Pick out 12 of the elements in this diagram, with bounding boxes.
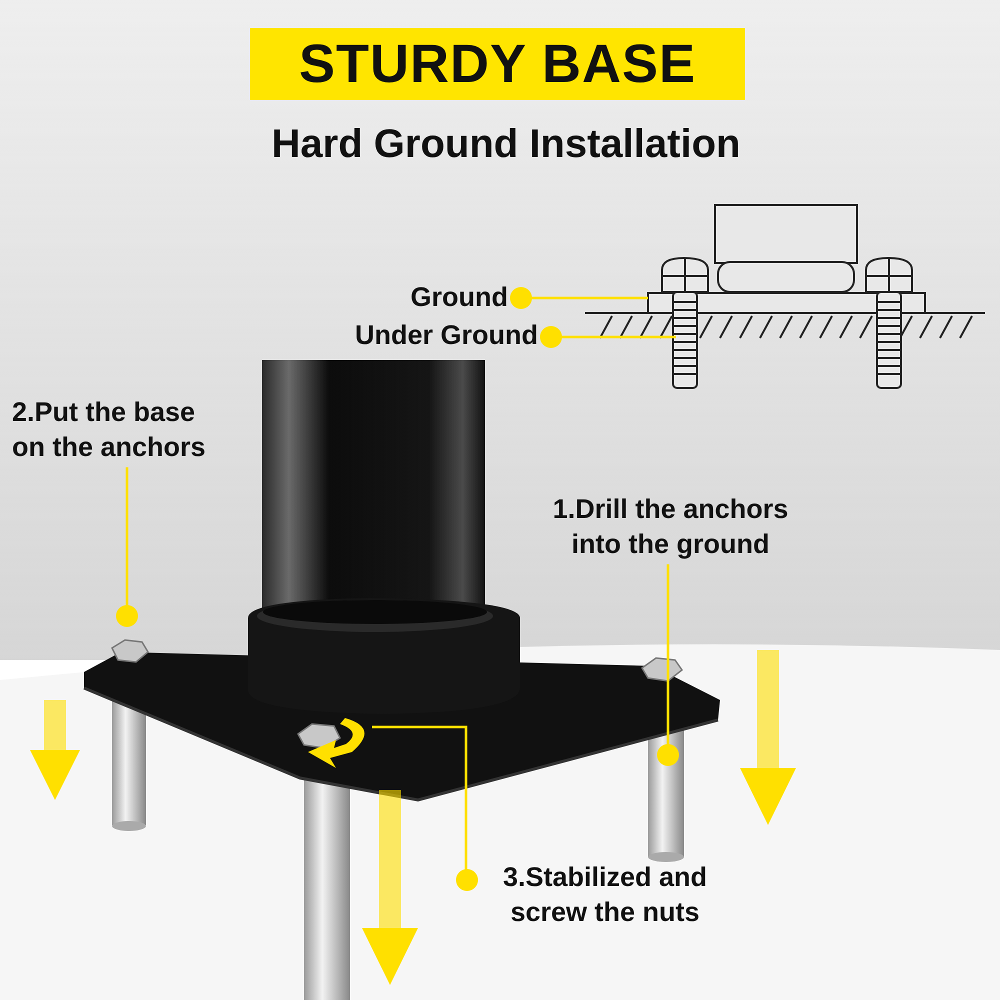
callout-text: 1.Drill the anchors into the ground [528,492,813,562]
title-banner: STURDY BASE [250,28,745,100]
leader-line [372,726,478,891]
leader-line [540,326,676,348]
callout-text: Ground [380,280,508,316]
leader-line [116,467,138,627]
callout-text: Under Ground [318,318,538,354]
leader-line [510,287,648,309]
subtitle: Hard Ground Installation [270,122,742,167]
callout-text: 2.Put the base on the anchors [12,395,227,466]
leader-line [657,564,679,766]
callout-text: 3.Stabilized and screw the nuts [480,860,730,930]
